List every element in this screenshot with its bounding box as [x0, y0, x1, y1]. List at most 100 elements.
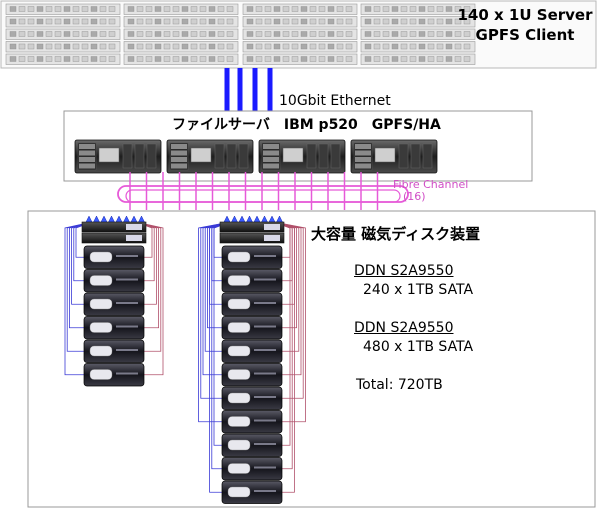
- enclosure-stripe: [254, 255, 276, 257]
- p520-server: [350, 139, 438, 174]
- drive-bay: [436, 43, 444, 50]
- drive-bay: [264, 6, 272, 12]
- disk-enclosure: [221, 386, 283, 410]
- drive-bay: [309, 18, 317, 25]
- drive-bay: [36, 18, 44, 25]
- drive-bay: [246, 56, 254, 62]
- drive-bay: [36, 31, 44, 37]
- enclosure-stripe: [254, 325, 276, 328]
- drive-bay: [217, 6, 225, 12]
- drive-bay: [264, 31, 272, 37]
- server-drive: [79, 163, 95, 169]
- disk-enclosure: [221, 363, 283, 387]
- drive-bay: [18, 31, 26, 37]
- server-drive-cage: [77, 142, 97, 171]
- enclosure-chassis: [221, 386, 283, 410]
- drive-bay: [145, 56, 153, 62]
- drive-bay: [445, 43, 453, 50]
- rack-server-unit: [242, 16, 358, 28]
- drive-bay: [208, 18, 216, 25]
- drive-bay: [163, 56, 171, 62]
- disk-enclosure: [83, 292, 145, 316]
- server-front-panel: [360, 28, 476, 40]
- fc-port-marker: [276, 215, 283, 223]
- enclosure-badge: [89, 298, 113, 310]
- drive-bay: [199, 31, 207, 37]
- server-panel: [282, 147, 304, 163]
- storage-box: [27, 210, 596, 508]
- disk-enclosure: [221, 316, 283, 340]
- drive-bay: [154, 18, 162, 25]
- drive-bay: [145, 43, 153, 50]
- controller-display: [126, 224, 142, 230]
- ibm-p520-servers: [74, 139, 438, 174]
- drive-bay: [136, 6, 144, 12]
- drive-bay: [336, 6, 344, 12]
- p520-server: [258, 139, 346, 174]
- storage-title: 大容量 磁気ディスク装置: [311, 225, 481, 243]
- drive-bay: [217, 43, 225, 50]
- enclosure-badge: [227, 392, 251, 404]
- disk-enclosure: [83, 363, 145, 387]
- rack-server-unit: [5, 28, 121, 40]
- drive-bay: [382, 18, 390, 25]
- client-server-rack: [5, 3, 476, 65]
- drive-bay: [255, 43, 263, 50]
- drive-bay: [127, 31, 135, 37]
- drive-bay: [454, 43, 462, 50]
- drive-bay: [391, 56, 399, 62]
- drive-bay: [382, 56, 390, 62]
- drive-bay: [81, 6, 89, 12]
- fc-port-marker: [223, 215, 231, 223]
- server-drive-cage: [169, 142, 189, 171]
- disk-enclosure: [221, 457, 283, 481]
- drive-bay: [108, 6, 116, 12]
- enclosure-stripe: [116, 372, 138, 375]
- enclosure-chassis: [83, 363, 145, 387]
- disk-cable: [273, 221, 306, 423]
- rack-server-unit: [360, 3, 476, 15]
- ddn-controller: [81, 232, 147, 244]
- drive-bay: [445, 18, 453, 25]
- drive-bay: [309, 56, 317, 62]
- drive-bay: [282, 6, 290, 12]
- drive-bay: [273, 56, 281, 62]
- drive-bay: [373, 56, 381, 62]
- rack-server-unit: [242, 3, 358, 15]
- server-front-panel: [360, 3, 476, 15]
- drive-bay: [9, 43, 17, 50]
- drive-bay: [409, 56, 417, 62]
- drive-bay: [445, 56, 453, 62]
- drive-bay: [336, 43, 344, 50]
- drive-bay: [217, 56, 225, 62]
- drive-bay: [309, 6, 317, 12]
- drive-bay: [345, 43, 353, 50]
- drive-bay: [90, 43, 98, 50]
- drive-bay: [291, 56, 299, 62]
- drive-bay: [63, 43, 71, 50]
- drive-bay: [72, 31, 80, 37]
- drive-bay: [190, 43, 198, 50]
- drive-bay: [172, 43, 180, 50]
- enclosure-chassis: [221, 316, 283, 340]
- drive-bay: [199, 6, 207, 12]
- drive-bay: [127, 43, 135, 50]
- drive-bay: [108, 56, 116, 62]
- drive-bay: [282, 43, 290, 50]
- drive-bay: [336, 31, 344, 37]
- drive-bay: [99, 56, 107, 62]
- server-panel: [190, 147, 212, 163]
- enclosure-badge: [89, 322, 113, 333]
- drive-bay: [336, 18, 344, 25]
- server-drive: [171, 157, 187, 162]
- drive-bay: [418, 18, 426, 25]
- drive-bay: [246, 18, 254, 25]
- drive-bay: [463, 56, 471, 62]
- drive-bay: [90, 56, 98, 62]
- enclosure-stripe: [254, 372, 276, 375]
- drive-bay: [208, 43, 216, 50]
- server-front-panel: [5, 28, 121, 40]
- drive-bay: [436, 31, 444, 37]
- drive-bay: [400, 31, 408, 37]
- drive-bay: [226, 6, 234, 12]
